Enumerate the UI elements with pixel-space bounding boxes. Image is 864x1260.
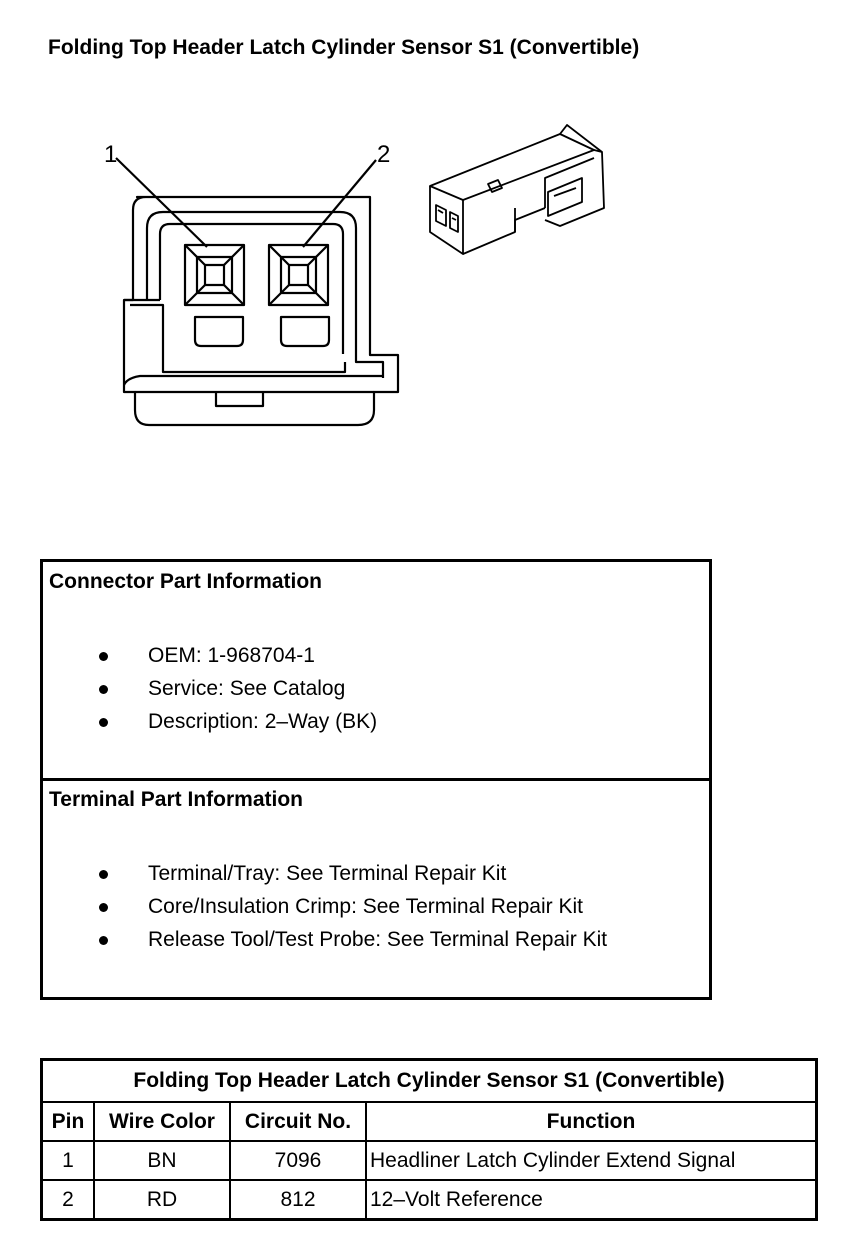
terminal-part-info-list: Terminal/Tray: See Terminal Repair Kit C… [43,862,607,961]
list-item: Core/Insulation Crimp: See Terminal Repa… [43,895,607,928]
page-title: Folding Top Header Latch Cylinder Sensor… [48,36,640,59]
connector-face-outline [122,195,400,427]
connector-part-info-list: OEM: 1-968704-1 Service: See Catalog Des… [43,644,377,743]
connector-diagram: 1 2 [104,124,605,427]
bullet-icon [99,936,108,945]
connector-isometric [429,124,605,255]
table-row: 1 BN 7096 Headliner Latch Cylinder Exten… [40,1140,818,1181]
pinout-table-title: Folding Top Header Latch Cylinder Sensor… [40,1058,818,1103]
bullet-icon [99,685,108,694]
list-item: Description: 2–Way (BK) [43,710,377,743]
list-item-text: Terminal/Tray: See Terminal Repair Kit [148,862,507,885]
bullet-icon [99,870,108,879]
list-item-text: Core/Insulation Crimp: See Terminal Repa… [148,895,583,918]
column-header-wire-color: Wire Color [93,1101,231,1142]
bullet-icon [99,652,108,661]
bullet-icon [99,903,108,912]
function-cell: Headliner Latch Cylinder Extend Signal [365,1140,818,1181]
terminal-part-info-box: Terminal Part Information Terminal/Tray:… [40,778,712,1000]
column-header-pin: Pin [40,1101,95,1142]
column-header-circuit-no: Circuit No. [229,1101,367,1142]
terminal-cavity-2 [267,243,330,307]
connector-part-info-box: Connector Part Information OEM: 1-968704… [40,559,712,781]
list-item: Release Tool/Test Probe: See Terminal Re… [43,928,607,961]
pin-cell: 1 [40,1140,95,1181]
circuit-no-cell: 7096 [229,1140,367,1181]
list-item: Service: See Catalog [43,677,377,710]
lower-slot-1 [193,315,245,348]
list-item-text: Release Tool/Test Probe: See Terminal Re… [148,928,608,951]
table-title-row: Folding Top Header Latch Cylinder Sensor… [40,1058,818,1103]
wire-color-cell: RD [93,1179,231,1221]
function-cell: 12–Volt Reference [365,1179,818,1221]
table-row: 2 RD 812 12–Volt Reference [40,1179,818,1221]
pin-cell: 2 [40,1179,95,1221]
connector-part-info-heading: Connector Part Information [49,570,323,593]
connector-shroud [145,210,385,378]
table-header-row: Pin Wire Color Circuit No. Function [40,1101,818,1142]
pinout-table: Folding Top Header Latch Cylinder Sensor… [40,1058,818,1221]
wire-color-cell: BN [93,1140,231,1181]
terminal-part-info-heading: Terminal Part Information [49,788,303,811]
bullet-icon [99,718,108,727]
circuit-no-cell: 812 [229,1179,367,1221]
column-header-function: Function [365,1101,818,1142]
callout-1: 1 [104,141,117,168]
terminal-cavity-1 [183,243,246,307]
list-item-text: OEM: 1-968704-1 [148,644,315,667]
callout-2: 2 [377,141,390,168]
lower-slot-2 [279,315,331,348]
list-item-text: Service: See Catalog [148,677,346,700]
list-item: Terminal/Tray: See Terminal Repair Kit [43,862,607,895]
callout-leader-2 [302,159,377,248]
connector-latch [214,392,265,408]
callout-leader-1 [115,157,208,248]
list-item-text: Description: 2–Way (BK) [148,710,378,733]
list-item: OEM: 1-968704-1 [43,644,377,677]
